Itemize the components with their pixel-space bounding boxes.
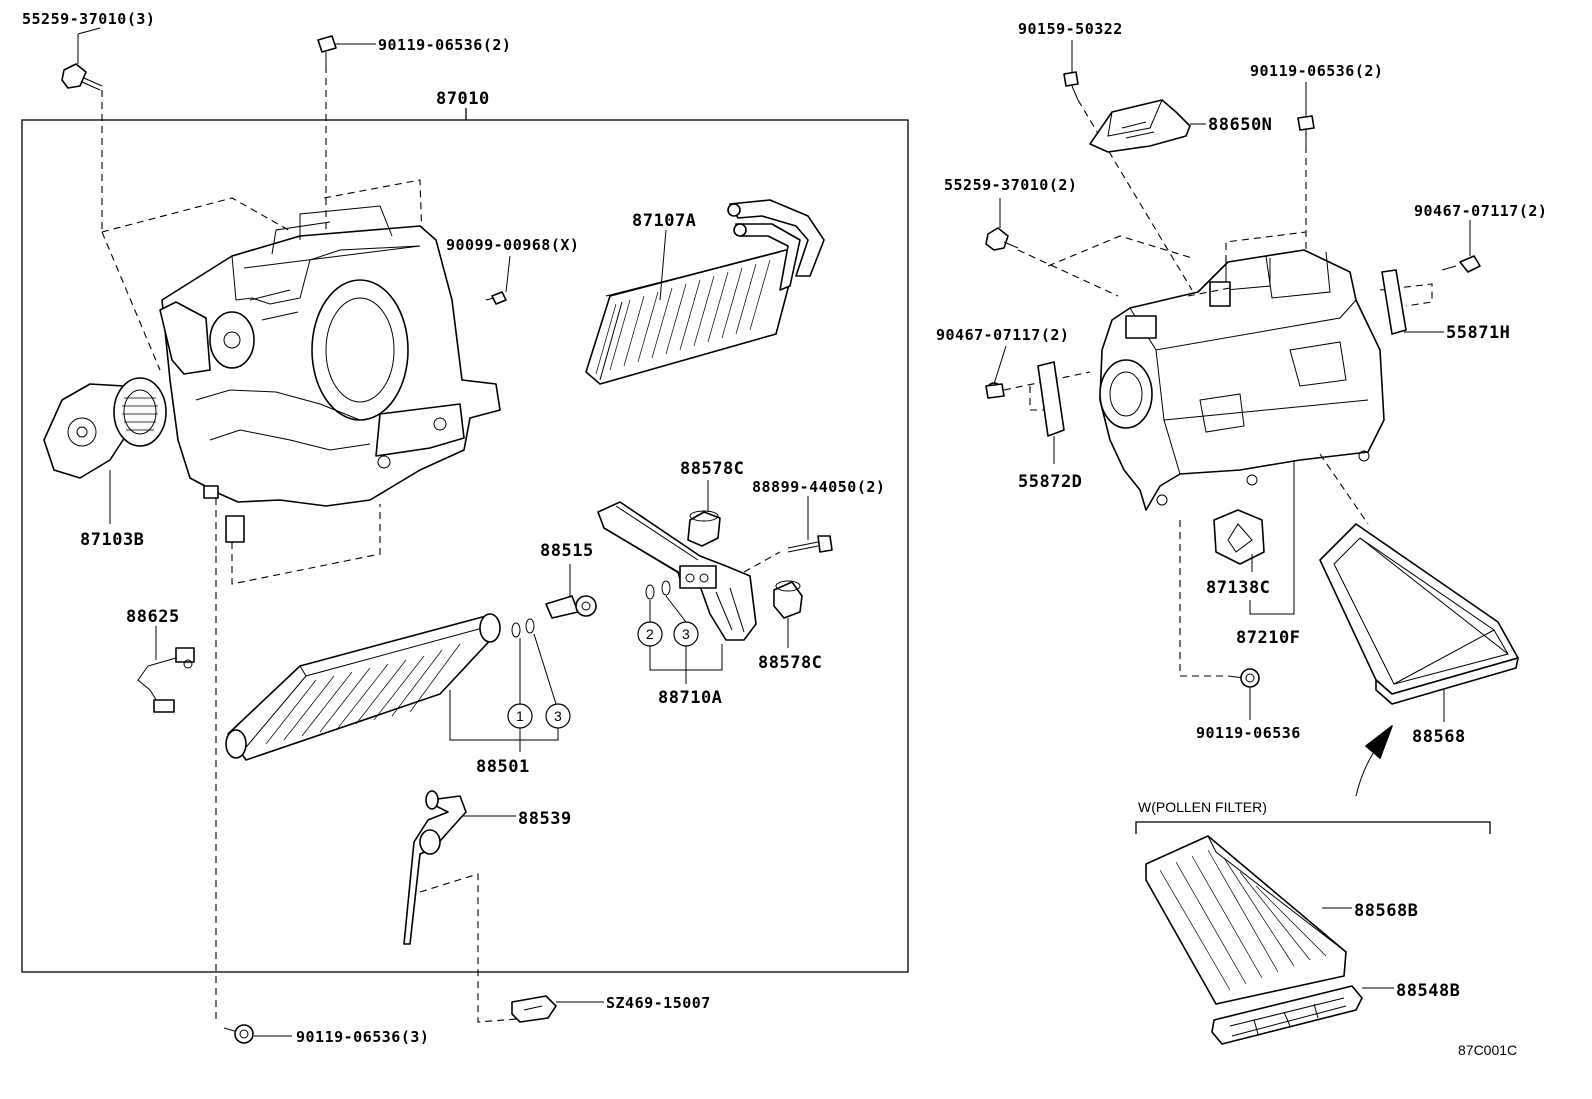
callout-SZ469-15007[interactable]: SZ469-15007	[606, 994, 711, 1012]
callout-55872D[interactable]: 55872D	[1018, 472, 1082, 492]
wire-harness	[137, 647, 195, 713]
circled-ref-3b-text: 3	[554, 708, 562, 724]
callout-87210F[interactable]: 87210F	[1236, 628, 1300, 648]
drain-hose	[403, 790, 467, 945]
resistor-part	[1089, 99, 1191, 153]
screw-icon	[1227, 668, 1260, 688]
screw-icon	[1063, 71, 1079, 101]
callout-90099-00968-x[interactable]: 90099-00968(X)	[446, 236, 579, 254]
blower-case	[1099, 231, 1385, 511]
bolt-icon	[985, 227, 1019, 251]
callout-88650N[interactable]: 88650N	[1208, 115, 1272, 135]
cushion-part	[687, 510, 721, 547]
servo-motor	[1213, 509, 1265, 565]
seal-plate	[1037, 361, 1065, 437]
callout-87138C[interactable]: 87138C	[1206, 578, 1270, 598]
filter-frame	[1211, 985, 1363, 1045]
air-filter-frame	[1319, 523, 1519, 705]
heater-core	[585, 199, 825, 385]
thermistor-part	[545, 595, 597, 619]
callout-88899-44050-2[interactable]: 88899-44050(2)	[752, 478, 885, 496]
group-box-label: 87010	[436, 89, 490, 109]
callout-88501[interactable]: 88501	[476, 757, 530, 777]
callout-88578C-upper[interactable]: 88578C	[680, 459, 744, 479]
seal-plate	[1381, 269, 1407, 335]
callout-88625[interactable]: 88625	[126, 607, 180, 627]
o-ring-icon	[645, 580, 671, 600]
screw-icon	[485, 291, 507, 305]
cushion-part	[773, 580, 803, 619]
o-ring-icon	[511, 618, 535, 638]
bolt-icon	[61, 63, 103, 91]
connector-part	[511, 995, 557, 1023]
callout-90119-06536-2-top[interactable]: 90119-06536(2)	[378, 36, 511, 54]
group-box-87010	[21, 119, 909, 973]
callout-55259-37010-2[interactable]: 55259-37010(2)	[944, 176, 1077, 194]
clip-icon	[1441, 255, 1481, 273]
callout-88568B[interactable]: 88568B	[1354, 901, 1418, 921]
callout-90467-07117-2-left[interactable]: 90467-07117(2)	[936, 326, 1069, 344]
callout-88548B[interactable]: 88548B	[1396, 981, 1460, 1001]
callout-90119-06536-2-right[interactable]: 90119-06536(2)	[1250, 62, 1383, 80]
callout-88578C-lower[interactable]: 88578C	[758, 653, 822, 673]
callout-90119-06536[interactable]: 90119-06536	[1196, 724, 1301, 742]
arrow-icon	[1355, 725, 1393, 797]
pollen-filter-caption: W(POLLEN FILTER)	[1138, 799, 1267, 815]
blower-motor	[43, 377, 167, 479]
screw-icon	[317, 35, 337, 66]
screw-icon	[1297, 115, 1315, 146]
circled-ref-2-text: 2	[646, 626, 654, 642]
callout-55259-37010-3[interactable]: 55259-37010(3)	[22, 10, 155, 28]
circled-ref-1-text: 1	[516, 708, 524, 724]
callout-88539[interactable]: 88539	[518, 809, 572, 829]
callout-88515[interactable]: 88515	[540, 541, 594, 561]
bolt-icon	[787, 535, 833, 553]
circled-ref-3a-text: 3	[682, 626, 690, 642]
callout-90119-06536-3[interactable]: 90119-06536(3)	[296, 1028, 429, 1046]
expansion-valve	[597, 501, 781, 641]
callout-88568[interactable]: 88568	[1412, 727, 1466, 747]
evaporator	[225, 613, 501, 761]
callout-87103B[interactable]: 87103B	[80, 530, 144, 550]
pollen-filter	[1145, 835, 1347, 1005]
callout-87107A[interactable]: 87107A	[632, 211, 696, 231]
screw-icon	[223, 1024, 254, 1044]
blower-housing-unit	[101, 179, 501, 585]
clip-icon	[985, 382, 1005, 399]
callout-90159-50322[interactable]: 90159-50322	[1018, 20, 1123, 38]
callout-88710A[interactable]: 88710A	[658, 688, 722, 708]
diagram-code: 87C001C	[1458, 1042, 1517, 1058]
callout-55871H[interactable]: 55871H	[1446, 323, 1510, 343]
callout-90467-07117-2-right[interactable]: 90467-07117(2)	[1414, 202, 1547, 220]
